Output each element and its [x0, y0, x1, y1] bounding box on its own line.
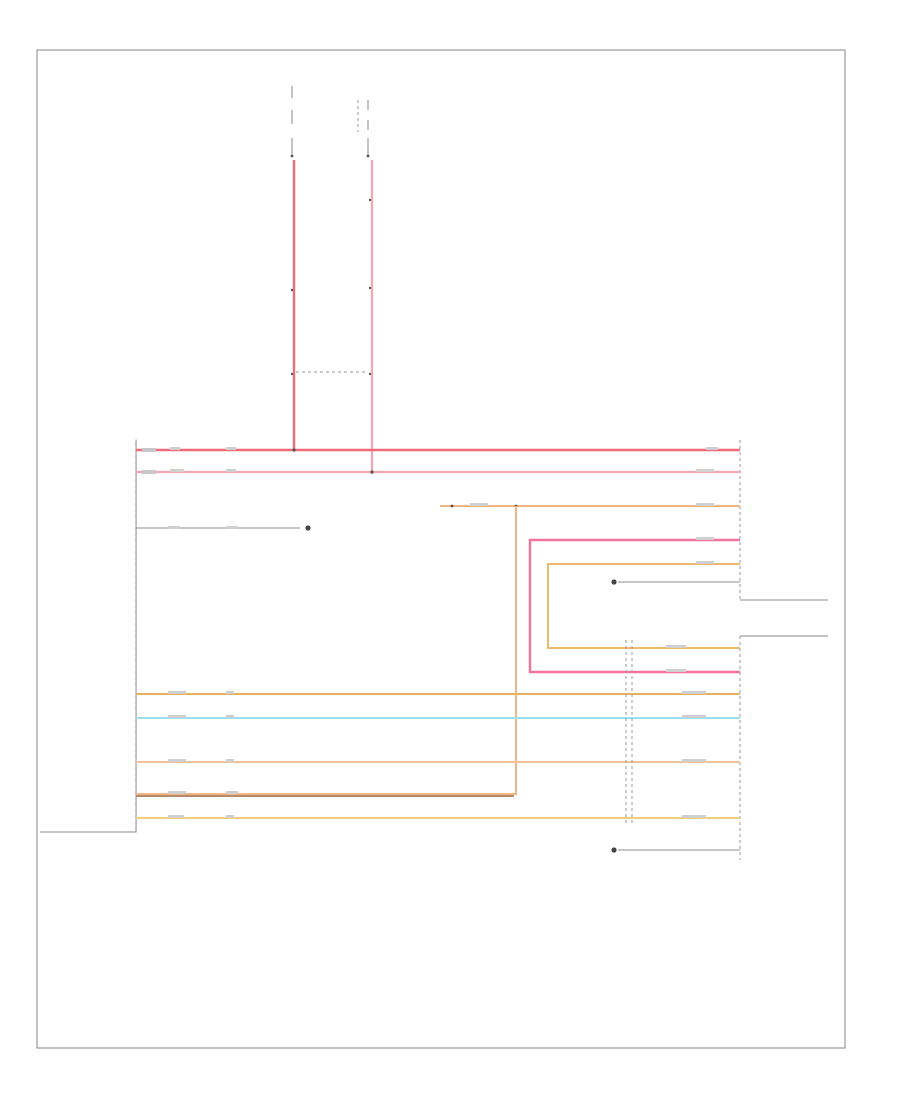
wire-amber-loop [547, 563, 740, 649]
fuse-feed-a-terminal [290, 154, 294, 158]
wire-orange-drop [136, 506, 517, 795]
fuse-feed-a [290, 86, 294, 158]
sheet-border [36, 49, 846, 1049]
ground-symbol-1 [305, 525, 311, 531]
ground-symbol-3 [611, 847, 617, 853]
fuse-feed-b-terminal [366, 154, 370, 158]
wire-magenta-loop [528, 538, 740, 674]
ground-symbol-2 [611, 579, 617, 585]
fuse-feed-b [357, 100, 370, 158]
pin-labels [168, 447, 718, 818]
